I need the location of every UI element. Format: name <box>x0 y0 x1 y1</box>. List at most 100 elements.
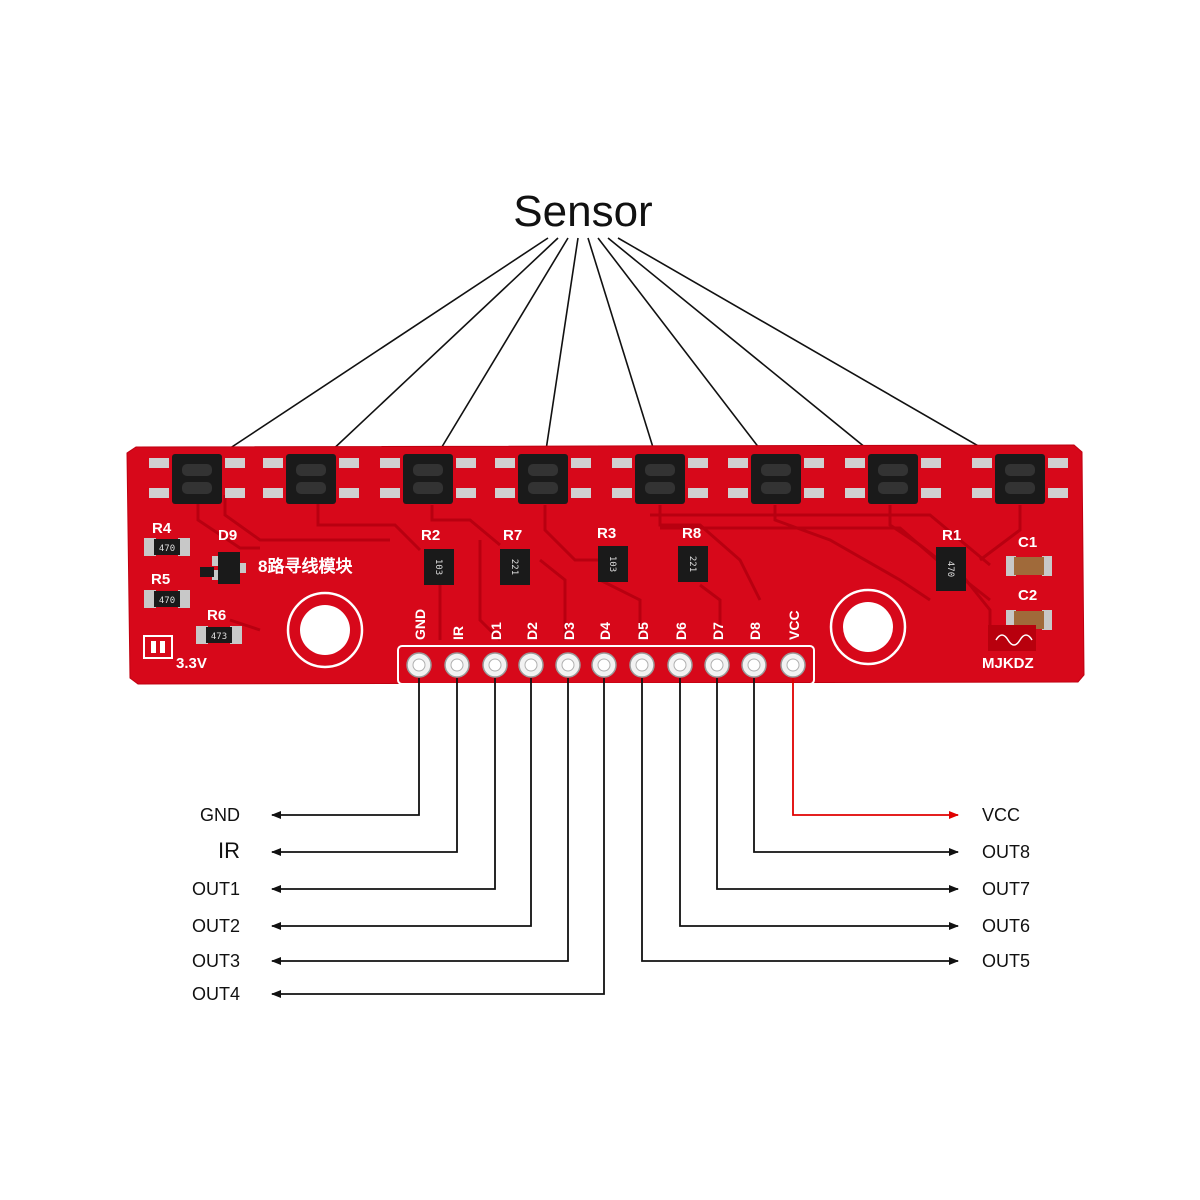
ir-sensor-3 <box>380 454 476 504</box>
ir-sensor-5 <box>612 454 708 504</box>
pin-gnd: GND <box>406 609 432 678</box>
wire-out1 <box>271 678 496 893</box>
value-r4: 470 <box>159 544 175 554</box>
pcb-board: R4 470 R5 470 R6 473 <box>126 444 1085 685</box>
wire-out6 <box>679 678 959 930</box>
pin-label-ir: IR <box>450 626 466 640</box>
pin-label-d4: D4 <box>597 622 613 640</box>
module-name: 8路寻线模块 <box>258 556 353 576</box>
pin-ir: IR <box>444 626 470 678</box>
label-r7: R7 <box>503 527 522 544</box>
pin-label-d6: D6 <box>673 622 689 640</box>
value-r8: 221 <box>687 556 697 572</box>
pin-d7: D7 <box>704 622 730 678</box>
label-r8: R8 <box>682 525 701 542</box>
brand-logo-icon <box>988 625 1036 651</box>
smd-components: R4 470 R5 470 R6 473 <box>143 520 1052 672</box>
pin-d4: D4 <box>591 622 617 678</box>
sensor-line-6 <box>597 237 777 471</box>
pin-label-d1: D1 <box>488 622 504 640</box>
pin-label-d2: D2 <box>524 622 540 640</box>
output-label-out3: OUT3 <box>192 951 240 971</box>
voltage-label: 3.3V <box>176 655 207 672</box>
resistor-array-r2: 103 <box>424 549 454 585</box>
pin-d5: D5 <box>629 622 655 678</box>
pin-label-d3: D3 <box>561 622 577 640</box>
brand-label: MJKDZ <box>982 655 1034 672</box>
sensor-pointer-lines <box>196 237 1021 471</box>
capacitor-c2 <box>1006 610 1052 630</box>
value-r5: 470 <box>159 596 175 606</box>
pin-wires <box>271 678 959 998</box>
resistor-array-r7: 221 <box>500 549 530 585</box>
wire-out2 <box>271 678 532 930</box>
ir-sensor-7 <box>845 454 941 504</box>
value-r1: 470 <box>945 561 955 577</box>
pin-d8: D8 <box>741 622 767 678</box>
pin-vcc: VCC <box>780 610 806 678</box>
mounting-hole-left <box>286 591 364 669</box>
pin-d6: D6 <box>667 622 693 678</box>
sensor-line-3 <box>427 237 569 471</box>
label-r2: R2 <box>421 527 440 544</box>
ir-sensor-8 <box>972 454 1068 504</box>
ir-sensor-6 <box>728 454 824 504</box>
output-label-out6: OUT6 <box>982 916 1030 936</box>
label-d9: D9 <box>218 527 237 544</box>
label-r6: R6 <box>207 607 226 624</box>
wire-out7 <box>716 678 959 893</box>
pin-d1: D1 <box>482 622 508 678</box>
output-label-ir: IR <box>218 838 240 863</box>
value-r3: 103 <box>607 556 617 572</box>
sensor-line-5 <box>587 237 661 471</box>
output-label-vcc: VCC <box>982 805 1020 825</box>
wire-out8 <box>753 678 959 856</box>
wire-vcc <box>792 678 959 819</box>
pin-label-gnd: GND <box>412 609 428 640</box>
output-label-out5: OUT5 <box>982 951 1030 971</box>
wire-out3 <box>271 678 569 965</box>
pin-d3: D3 <box>555 622 581 678</box>
sensor-line-2 <box>310 237 559 471</box>
label-c2: C2 <box>1018 587 1037 604</box>
ir-sensor-array <box>149 454 1068 504</box>
label-r3: R3 <box>597 525 616 542</box>
label-r1: R1 <box>942 527 961 544</box>
sensor-line-7 <box>607 237 894 471</box>
value-r7: 221 <box>509 559 519 575</box>
resistor-array-r3: 103 <box>598 546 628 582</box>
pin-label-d8: D8 <box>747 622 763 640</box>
wire-gnd <box>271 678 420 819</box>
ir-sensor-2 <box>263 454 359 504</box>
sensor-line-1 <box>196 237 549 471</box>
output-label-gnd: GND <box>200 805 240 825</box>
resistor-r6: 473 <box>196 626 242 644</box>
mounting-hole-right <box>829 588 907 666</box>
label-r4: R4 <box>152 520 172 537</box>
resistor-r5: 470 <box>144 590 190 608</box>
transistor-d9 <box>200 552 246 584</box>
wire-ir <box>271 678 458 856</box>
wire-out5 <box>641 678 959 965</box>
output-label-out8: OUT8 <box>982 842 1030 862</box>
value-r2: 103 <box>433 559 443 575</box>
output-label-out2: OUT2 <box>192 916 240 936</box>
resistor-array-r1: 470 <box>936 547 966 591</box>
sensor-line-8 <box>617 237 1021 471</box>
label-c1: C1 <box>1018 534 1037 551</box>
wire-out4 <box>271 678 605 998</box>
value-r6: 473 <box>211 632 227 642</box>
resistor-r4: 470 <box>144 538 190 556</box>
capacitor-c1 <box>1006 556 1052 576</box>
sensor-line-4 <box>542 237 579 471</box>
power-indicator <box>143 635 173 659</box>
label-r5: R5 <box>151 571 170 588</box>
diagram-title: Sensor <box>513 187 652 236</box>
output-label-out4: OUT4 <box>192 984 240 1004</box>
resistor-array-r8: 221 <box>678 546 708 582</box>
pin-label-vcc: VCC <box>786 610 802 640</box>
ir-sensor-4 <box>495 454 591 504</box>
pin-label-d7: D7 <box>710 622 726 640</box>
ir-sensor-1 <box>149 454 245 504</box>
